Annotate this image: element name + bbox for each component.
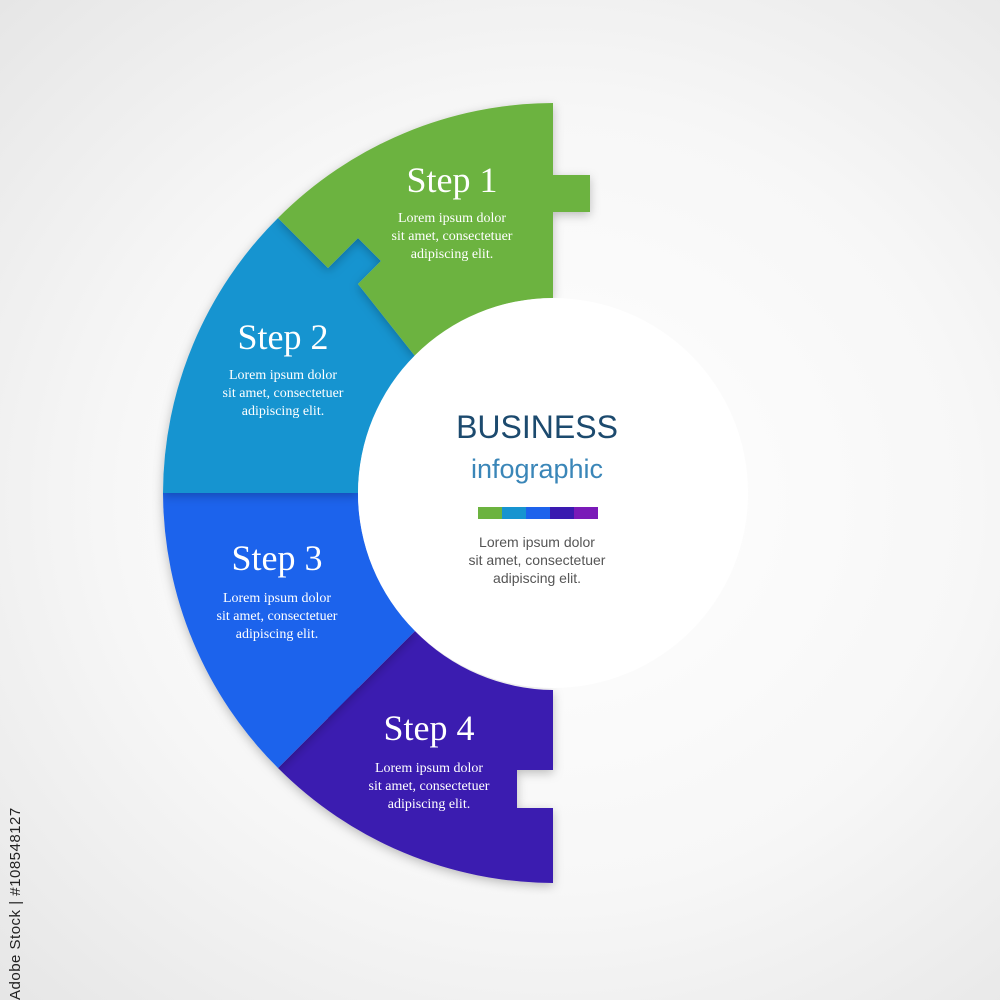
center-title: BUSINESS [456, 409, 618, 445]
step-2-line-2: sit amet, consectetuer [222, 386, 344, 401]
step-3-line-3: adipiscing elit. [235, 627, 319, 642]
step-4-line-3: adipiscing elit. [387, 797, 471, 812]
center-circle [358, 298, 748, 688]
step-1-segment [278, 103, 590, 356]
center-line-1: Lorem ipsum dolor [479, 534, 595, 550]
color-strip-swatch [502, 507, 526, 519]
step-4-description: Lorem ipsum dolor sit amet, consectetuer… [319, 760, 539, 814]
step-4-title: Step 4 [383, 708, 475, 748]
step-2-line-1: Lorem ipsum dolor [228, 368, 338, 383]
step-3-line-1: Lorem ipsum dolor [222, 591, 332, 606]
color-strip [478, 507, 598, 519]
step-3-segment [163, 455, 415, 768]
step-2-segment [163, 218, 415, 493]
step-3-title: Step 3 [231, 538, 323, 578]
color-strip-swatch [550, 507, 574, 519]
step-4-line-2: sit amet, consectetuer [368, 779, 490, 794]
step-1-description: Lorem ipsum dolor sit amet, consectetuer… [342, 210, 562, 264]
step-2-title: Step 2 [237, 317, 329, 357]
step-1-line-1: Lorem ipsum dolor [397, 211, 507, 226]
step-1-title: Step 1 [406, 160, 498, 200]
step-2-description: Lorem ipsum dolor sit amet, consectetuer… [173, 367, 393, 421]
step-1-line-2: sit amet, consectetuer [391, 229, 513, 244]
step-1-line-3: adipiscing elit. [410, 247, 494, 262]
center-description: Lorem ipsum dolor sit amet, consectetuer… [417, 533, 657, 587]
step-3-description: Lorem ipsum dolor sit amet, consectetuer… [167, 590, 387, 644]
stock-id-label: Adobe Stock | #108548127 [7, 807, 24, 1000]
center-line-2: sit amet, consectetuer [468, 552, 606, 568]
color-strip-swatch [526, 507, 550, 519]
color-strip-swatch [478, 507, 502, 519]
color-strip-swatch [574, 507, 598, 519]
step-2-line-3: adipiscing elit. [241, 404, 325, 419]
step-3-line-2: sit amet, consectetuer [216, 609, 338, 624]
center-subtitle: infographic [470, 454, 604, 484]
step-4-line-1: Lorem ipsum dolor [374, 761, 484, 776]
center-line-3: adipiscing elit. [493, 570, 581, 586]
